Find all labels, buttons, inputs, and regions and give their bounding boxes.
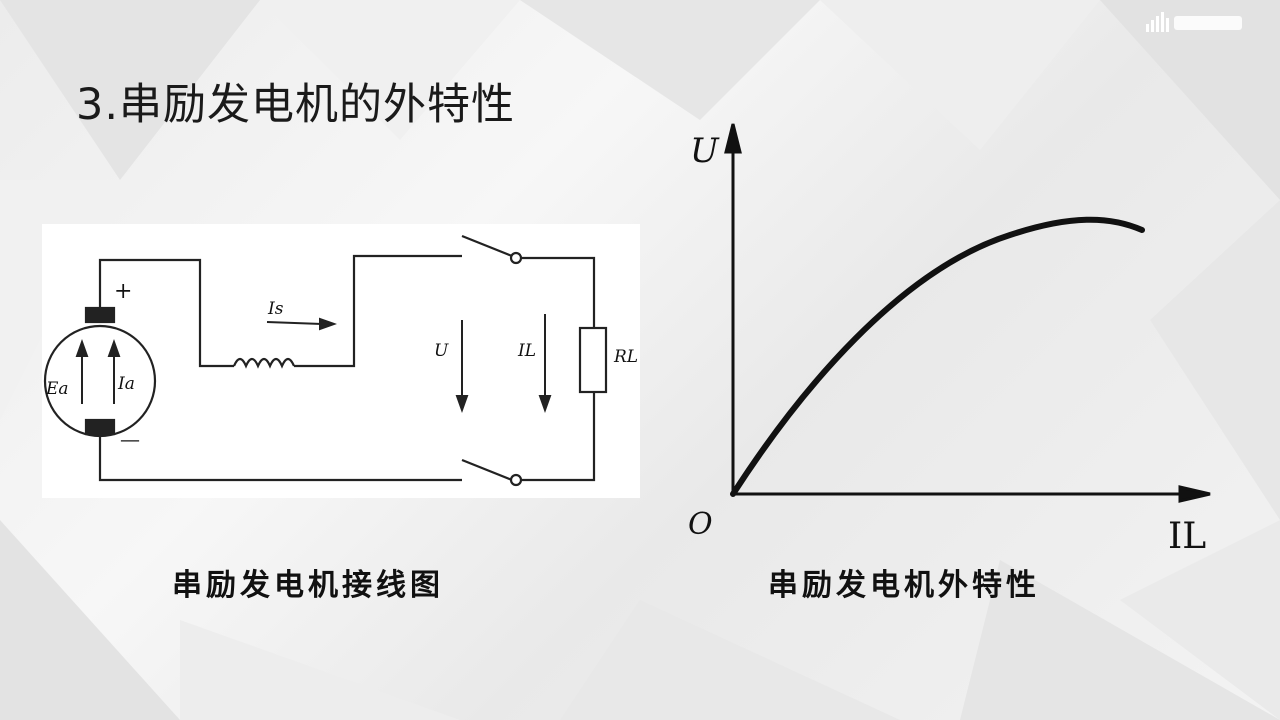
series-field-coil (232, 357, 296, 369)
slide-title: 3.串励发电机的外特性 (76, 80, 516, 130)
il-label: IL (517, 341, 536, 361)
y-axis-label: U (690, 131, 720, 171)
characteristic-curve (730, 216, 1145, 497)
bar-logo-icon (1146, 12, 1242, 32)
ea-label: Ea (45, 379, 69, 399)
minus-label: — (120, 427, 140, 451)
x-axis-arrow (1178, 485, 1211, 503)
circuit-drawing: + — Ea Ia Is U IL RL (43, 234, 638, 487)
y-axis-arrow (724, 123, 742, 154)
rl-label: RL (613, 347, 638, 367)
load-resistor (578, 326, 608, 394)
circuit-diagram: + — Ea Ia Is U IL RL (42, 224, 640, 498)
graph-caption: 串励发电机外特性 (768, 568, 1040, 603)
is-label: Is (267, 299, 284, 319)
characteristic-graph: U O IL (688, 123, 1211, 557)
x-axis-label: IL (1168, 516, 1206, 557)
u-label: U (434, 341, 449, 361)
circuit-caption: 串励发电机接线图 (172, 568, 444, 603)
ia-label: Ia (117, 374, 135, 394)
plus-label: + (114, 279, 132, 304)
origin-label: O (688, 507, 713, 542)
